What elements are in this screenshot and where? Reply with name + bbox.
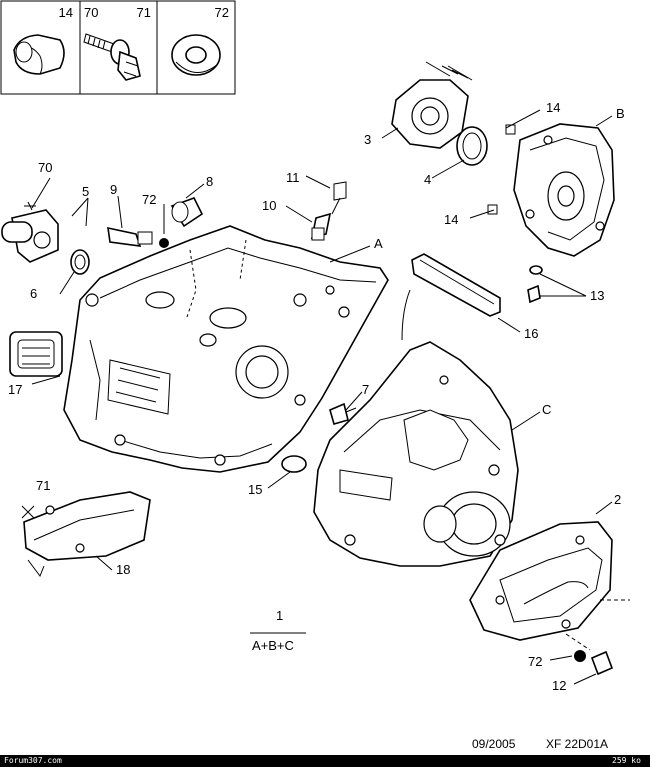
marker-square-1	[505, 124, 516, 135]
housing-b	[513, 123, 615, 257]
bottom-bar-left: Forum307.com	[4, 756, 62, 765]
bolt-12	[574, 650, 614, 676]
seal-15	[281, 455, 307, 473]
bolt-13	[527, 265, 543, 304]
legend-num-71: 71	[137, 5, 151, 20]
callout-12: 12	[552, 678, 566, 693]
legend-num-14: 14	[59, 5, 73, 20]
assembly-formula: A+B+C	[252, 638, 294, 653]
seal-4	[456, 126, 488, 166]
callout-6: 6	[30, 286, 37, 301]
callout-14-mid: 14	[444, 212, 458, 227]
marker-square-2	[487, 204, 498, 215]
callout-B: B	[616, 106, 625, 121]
callout-3: 3	[364, 132, 371, 147]
callout-8: 8	[206, 174, 213, 189]
release-bearing-3	[391, 61, 473, 149]
callout-18: 18	[116, 562, 130, 577]
callout-4: 4	[424, 172, 431, 187]
callout-1: 1	[276, 608, 283, 623]
callout-C: C	[542, 402, 551, 417]
bolt-icon	[83, 33, 141, 81]
callout-11: 11	[286, 170, 300, 185]
legend-num-70: 70	[84, 5, 98, 20]
callout-10: 10	[262, 198, 276, 213]
bottom-bar-right: 259 ko	[612, 756, 641, 765]
footer-date: 09/2005	[472, 737, 516, 751]
speed-sensor-5	[1, 201, 90, 275]
plug-8	[170, 197, 204, 228]
star-marker	[21, 505, 35, 519]
shield-plate-18	[23, 491, 151, 578]
reverse-switch-9	[107, 226, 169, 248]
callout-16: 16	[524, 326, 538, 341]
legend-box: 14 70 71 72	[0, 0, 236, 95]
main-housing-a	[63, 225, 389, 473]
callout-14-top: 14	[546, 100, 560, 115]
callout-70: 70	[38, 160, 52, 175]
gear-housing-c	[313, 289, 519, 567]
bottom-bar	[0, 755, 650, 767]
washer-icon	[171, 34, 221, 76]
callout-13: 13	[590, 288, 604, 303]
sensor-10	[310, 181, 347, 241]
bracket-16	[411, 253, 501, 317]
legend-num-72: 72	[215, 5, 229, 20]
leader-lines	[31, 109, 613, 685]
callout-15: 15	[248, 482, 262, 497]
callout-7: 7	[362, 382, 369, 397]
end-cover-2	[469, 521, 630, 651]
callout-72-left: 72	[142, 192, 156, 207]
callout-72-right: 72	[528, 654, 542, 669]
footer-code: XF 22D01A	[546, 737, 609, 751]
bolt-7	[329, 402, 357, 425]
cover-17	[9, 331, 63, 377]
callout-17: 17	[8, 382, 22, 397]
callout-labels: 70 5 6 9 72 8 11 10 A 3 4 14 B 14 13 16 …	[8, 100, 625, 693]
callout-2: 2	[614, 492, 621, 507]
plug-icon	[13, 34, 65, 75]
callout-A: A	[374, 236, 383, 251]
callout-9: 9	[110, 182, 117, 197]
callout-71: 71	[36, 478, 50, 493]
callout-5: 5	[82, 184, 89, 199]
